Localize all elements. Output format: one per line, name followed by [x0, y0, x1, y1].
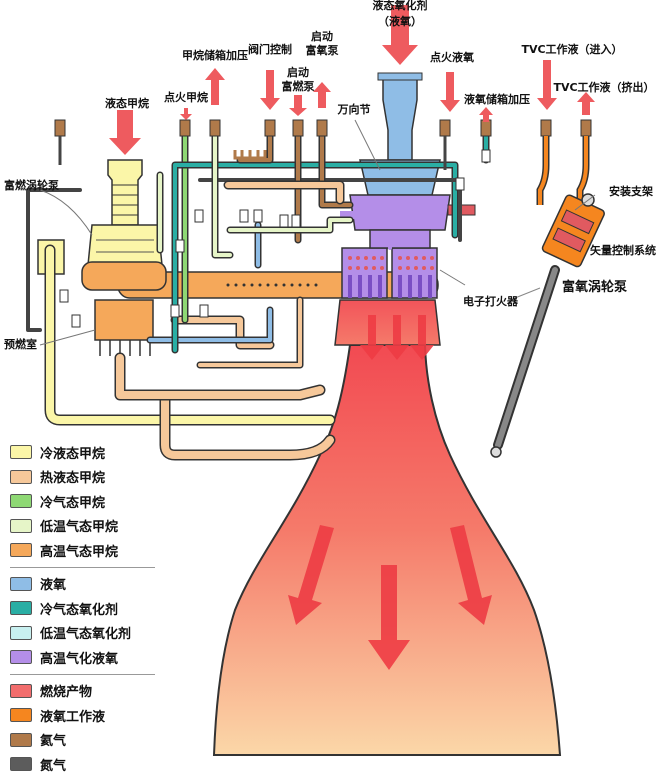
manifold-holes — [226, 283, 318, 287]
legend-label: 低温气态氧化剂 — [40, 627, 132, 643]
label-igniter-methane: 点火甲烷 — [164, 91, 208, 104]
legend-label: 液氧工作液 — [40, 709, 106, 725]
legend-label: 冷气态氧化剂 — [40, 602, 119, 618]
label-oxygen-rich-pump: 富氧泵 — [305, 44, 339, 57]
label-vector-control-system: 矢量控制系统 — [590, 244, 656, 257]
legend-label: 高温气化液氧 — [40, 651, 119, 667]
input-arrows — [109, 5, 557, 155]
legend-swatch — [10, 708, 32, 723]
label-gimbal: 万向节 — [337, 103, 371, 116]
injector-grid-dots — [348, 256, 434, 270]
lox-inlet — [382, 77, 418, 161]
legend-label: 氦气 — [40, 734, 67, 750]
nitrogen-line — [26, 188, 82, 332]
label-electronic-igniter: 电子打火器 — [463, 295, 518, 308]
valves — [59, 149, 491, 328]
label-methane-tank-press: 甲烷储箱加压 — [182, 49, 248, 62]
injector-posts — [348, 275, 432, 298]
legend-swatch — [10, 494, 32, 509]
label-start-2: 启动 — [287, 66, 309, 79]
label-mount-bracket: 安装支架 — [609, 185, 653, 198]
label-lox-tank-press: 液氧储箱加压 — [464, 93, 530, 106]
legend-item: 液氧工作液 — [10, 703, 160, 728]
fuel-pump-body — [87, 224, 163, 266]
legend-swatch — [10, 543, 32, 558]
legend-item: 冷液态甲烷 — [10, 440, 160, 465]
legend-swatch — [10, 445, 32, 460]
legend-label: 低温气态甲烷 — [40, 520, 119, 536]
label-valve-control: 阀门控制 — [248, 43, 292, 56]
label-fuel-rich-turbopump: 富燃涡轮泵 — [4, 179, 59, 192]
legend-swatch — [10, 625, 32, 640]
label-fuel-rich-pump: 富燃泵 — [281, 80, 315, 93]
legend-item: 低温气态甲烷 — [10, 514, 160, 539]
top-fittings — [54, 119, 592, 137]
legend-item: 高温气化液氧 — [10, 645, 160, 670]
engine-schematic — [26, 5, 605, 756]
lox-line — [146, 306, 274, 344]
label-liquid-oxidizer: 液态氧化剂 — [372, 0, 428, 12]
legend-item: 氦气 — [10, 728, 160, 753]
preburner-block — [94, 299, 154, 341]
legend-item: 氮气 — [10, 752, 160, 777]
legend-swatch — [10, 469, 32, 484]
label-tvc-in: TVC工作液（进入） — [521, 43, 623, 56]
legend-swatch — [10, 683, 32, 698]
ox-turbine — [349, 194, 451, 231]
legend-divider — [10, 673, 155, 675]
legend-divider — [10, 566, 155, 568]
legend-swatch — [10, 757, 32, 772]
legend-label: 热液态甲烷 — [40, 471, 106, 487]
legend-item: 冷气态甲烷 — [10, 489, 160, 514]
legend-label: 高温气态甲烷 — [40, 544, 119, 560]
legend-label: 燃烧产物 — [40, 685, 93, 701]
label-liquid-oxygen: （液氧） — [378, 15, 422, 28]
output-arrows — [205, 68, 595, 122]
legend-swatch — [10, 518, 32, 533]
legend: 冷液态甲烷 热液态甲烷 冷气态甲烷 低温气态甲烷 高温气态甲烷 液氧 冷气态氧化… — [10, 440, 160, 777]
label-tvc-out: TVC工作液（挤出） — [553, 81, 655, 94]
flow-arrows — [288, 315, 492, 670]
label-igniter-lox: 点火液氧 — [430, 51, 474, 64]
label-oxygen-rich-turbopump: 富氧涡轮泵 — [562, 280, 628, 295]
combustion-chamber — [334, 299, 441, 346]
fuel-turbine — [81, 261, 167, 291]
legend-item: 燃烧产物 — [10, 679, 160, 704]
legend-swatch — [10, 601, 32, 616]
label-start-1: 启动 — [311, 30, 333, 43]
legend-swatch — [10, 576, 32, 591]
legend-item: 低温气态氧化剂 — [10, 621, 160, 646]
legend-swatch — [10, 732, 32, 747]
legend-item: 热液态甲烷 — [10, 465, 160, 490]
label-preburner: 预燃室 — [4, 338, 37, 351]
legend-label: 液氧 — [40, 578, 67, 594]
legend-label: 冷气态甲烷 — [40, 495, 106, 511]
legend-item: 高温气态甲烷 — [10, 538, 160, 563]
legend-label: 冷液态甲烷 — [40, 446, 106, 462]
legend-item: 液氧 — [10, 572, 160, 597]
nozzle — [212, 344, 562, 756]
legend-swatch — [10, 650, 32, 665]
legend-item: 冷气态氧化剂 — [10, 596, 160, 621]
label-liquid-methane: 液态甲烷 — [105, 97, 149, 110]
